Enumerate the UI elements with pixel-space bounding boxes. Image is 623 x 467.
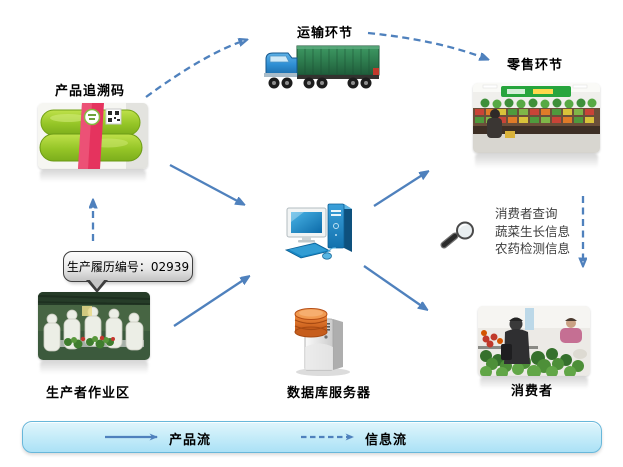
info-flow-arrow [301,433,354,441]
product-flow-arrow [105,433,158,441]
supermarket-photo [473,83,600,153]
producer-label: 生产者作业区 [46,386,131,401]
producer-workers-photo [38,292,150,360]
database-label: 数据库服务器 [287,386,372,401]
transport-label: 运输环节 [297,26,354,41]
query-line-2: 蔬菜生长信息 [495,223,571,239]
legend-bar: 产品流 信息流 [22,421,602,453]
arrow-tracecode-to-platform [169,163,243,204]
query-line-3: 农药检测信息 [495,241,571,256]
production-record-callout: 生产履历编号：02939 [63,251,193,293]
vegetables-photo-reflection [40,170,146,182]
info-flow-label: 信息流 [365,433,408,448]
producer-photo-reflection [40,361,148,374]
supermarket-photo-reflection [475,154,598,168]
arrow-platform-to-retail [373,172,427,207]
vegetables-trace-photo [38,103,148,169]
arrow-transport-to-retail [367,31,487,59]
truck-icon [261,44,385,96]
consumer-label: 消费者 [511,384,554,399]
product-flow-label: 产品流 [169,433,212,448]
arrow-platform-to-consumer [363,265,426,309]
arrow-producer-to-platform [173,277,248,327]
production-record-text: 生产履历编号：02939 [66,260,190,274]
trace-code-label: 产品追溯码 [55,84,126,99]
arrow-tracecode-to-transport [145,40,246,98]
computer-icon [284,202,358,266]
consumer-query-note: 消费者查询 蔬菜生长信息 农药检测信息 [495,205,570,258]
query-line-1: 消费者查询 [495,206,558,221]
market-consumer-photo [478,306,590,376]
consumer-photo-reflection [480,377,588,389]
magnifier-icon [440,220,480,254]
database-server-icon [287,303,357,383]
retail-label: 零售环节 [507,58,564,73]
